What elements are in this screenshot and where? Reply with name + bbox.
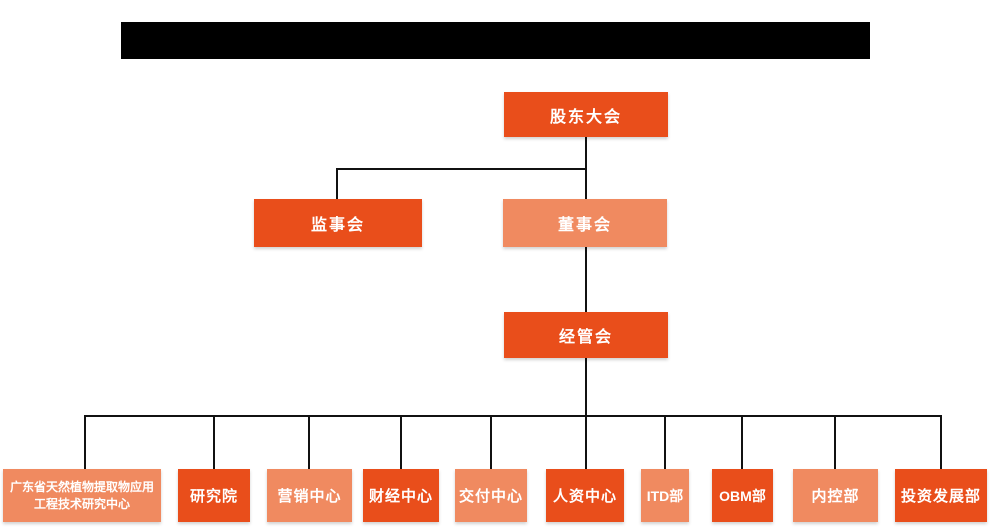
connector-branch-to-supervisory <box>336 168 338 200</box>
org-node-board-of-directors: 董事会 <box>503 199 667 247</box>
org-node-label: OBM部 <box>719 487 766 504</box>
org-node-label: 研究院 <box>189 488 238 505</box>
redacted-title-bar <box>121 22 870 59</box>
org-node-management-committee: 经管会 <box>504 312 668 358</box>
org-node-marketing-center: 营销中心 <box>267 469 352 522</box>
org-node-shareholders-meeting: 股东大会 <box>504 92 668 137</box>
org-node-itd-dept: ITD部 <box>641 469 689 522</box>
org-node-label: 监事会 <box>310 217 365 234</box>
org-node-label: 广东省天然植物提取物应用工程技术研究中心 <box>9 479 154 511</box>
connector-drop-finance-center <box>400 415 402 469</box>
connector-drop-research-institute <box>213 415 215 469</box>
connector-branch-horizontal <box>336 168 587 170</box>
connector-drop-itd-dept <box>664 415 666 469</box>
org-node-guangdong-research-center: 广东省天然植物提取物应用工程技术研究中心 <box>3 469 161 522</box>
org-node-finance-center: 财经中心 <box>363 469 439 522</box>
org-node-label: 人资中心 <box>552 488 617 505</box>
org-node-label: 交付中心 <box>458 488 523 505</box>
connector-drop-delivery-center <box>490 415 492 469</box>
org-node-hr-center: 人资中心 <box>546 469 624 522</box>
connector-management-to-bus <box>585 358 587 416</box>
connector-drop-hr-center <box>585 415 587 469</box>
org-node-label: 投资发展部 <box>900 488 981 505</box>
org-node-label: 营销中心 <box>277 488 342 505</box>
org-node-supervisory-board: 监事会 <box>254 199 422 247</box>
connector-drop-research-center <box>84 415 86 469</box>
connector-drop-obm-dept <box>741 415 743 469</box>
org-node-research-institute: 研究院 <box>178 469 250 522</box>
connector-drop-internal-control-dept <box>834 415 836 469</box>
org-node-label: 经管会 <box>558 329 613 346</box>
connector-departments-bus <box>84 415 942 417</box>
org-node-internal-control-dept: 内控部 <box>793 469 878 522</box>
connector-board-to-management <box>585 245 587 313</box>
org-node-label: 董事会 <box>557 217 612 234</box>
org-node-delivery-center: 交付中心 <box>455 469 527 522</box>
connector-drop-marketing-center <box>308 415 310 469</box>
org-node-label: 财经中心 <box>368 488 433 505</box>
org-node-label: 内控部 <box>811 488 860 505</box>
connector-drop-investment-dept <box>940 415 942 469</box>
org-node-investment-development-dept: 投资发展部 <box>895 469 987 522</box>
org-node-label: ITD部 <box>646 487 684 504</box>
org-node-obm-dept: OBM部 <box>712 469 773 522</box>
org-node-label: 股东大会 <box>549 108 622 126</box>
